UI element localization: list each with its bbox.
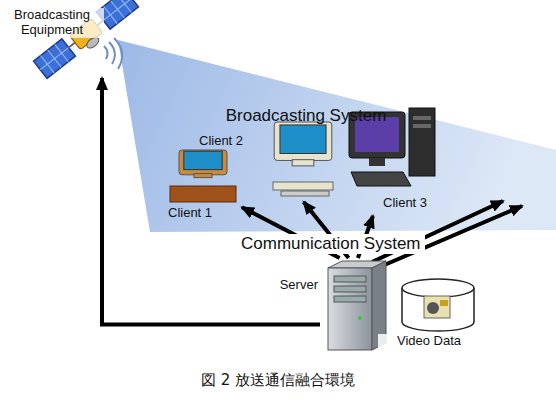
equipment-node: Client 2 [195, 118, 345, 202]
node-label: Client 3 [383, 196, 441, 211]
data-flow-arrow [242, 207, 340, 258]
node-label: Video Data [378, 334, 480, 349]
figure-caption: 図 2 放送通信融合環境 [0, 372, 556, 389]
equipment-node: Video Data [378, 276, 480, 356]
data-flow-arrow [304, 202, 349, 258]
equipment-node: Client 1 [160, 148, 242, 224]
system-label: Communication System [237, 234, 425, 254]
video-database [400, 278, 478, 334]
node-label: Broadcasting System [186, 106, 426, 126]
node-label: Server [270, 278, 318, 293]
client-computer [267, 120, 339, 198]
node-label: Broadcasting Equipment [0, 8, 104, 38]
data-flow-arrow [102, 78, 320, 325]
client-computer [168, 148, 238, 206]
data-flow-arrow [358, 216, 373, 258]
node-label: Client 1 [168, 206, 228, 221]
equipment-node: Broadcasting Equipment [0, 0, 150, 78]
node-label: Client 2 [199, 134, 263, 149]
